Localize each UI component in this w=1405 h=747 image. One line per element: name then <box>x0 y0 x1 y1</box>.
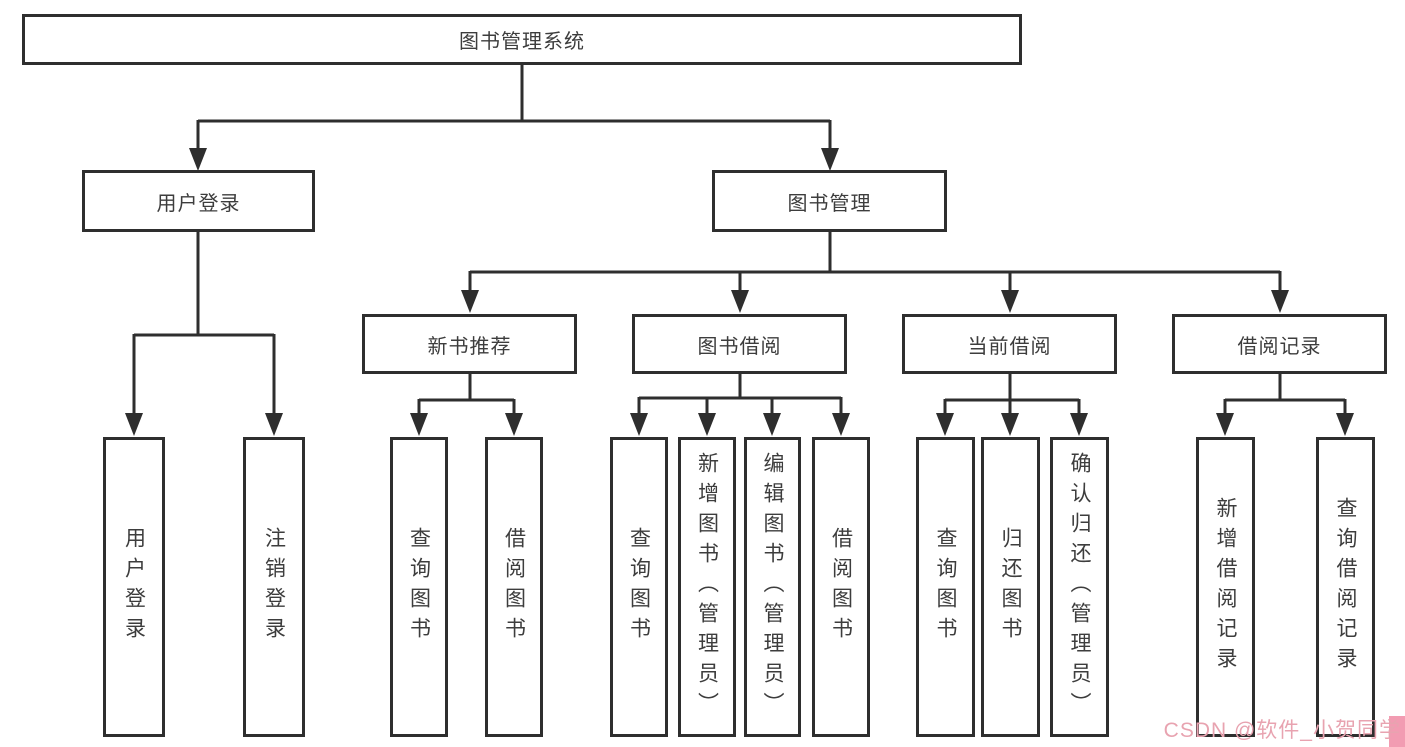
node-current-borrowing: 当前借阅 <box>902 314 1117 374</box>
leaf-borrow-books-recommend: 借阅图书 <box>485 437 543 737</box>
leaf-query-borrow-record: 查询借阅记录 <box>1316 437 1375 737</box>
node-book-management-label: 图书管理 <box>787 192 872 215</box>
leaf-borrow-books: 借阅图书 <box>812 437 870 737</box>
leaf-confirm-return-admin-label: 确认归还（管理员） <box>1068 452 1091 722</box>
leaf-return-books: 归还图书 <box>981 437 1040 737</box>
leaf-add-borrow-record: 新增借阅记录 <box>1196 437 1255 737</box>
leaf-add-borrow-record-label: 新增借阅记录 <box>1214 497 1237 677</box>
leaf-edit-books-admin: 编辑图书（管理员） <box>744 437 801 737</box>
node-book-borrowing-label: 图书借阅 <box>697 335 782 358</box>
watermark-pink-corner <box>1389 716 1405 747</box>
leaf-query-books-current-label: 查询图书 <box>934 527 957 647</box>
leaf-return-books-label: 归还图书 <box>999 527 1022 647</box>
leaf-query-books-current: 查询图书 <box>916 437 975 737</box>
csdn-watermark: CSDN @软件_小贺同学 <box>1163 719 1401 742</box>
leaf-confirm-return-admin: 确认归还（管理员） <box>1050 437 1109 737</box>
node-current-borrowing-label: 当前借阅 <box>967 335 1052 358</box>
leaf-query-borrow-record-label: 查询借阅记录 <box>1334 497 1357 677</box>
node-root-label: 图书管理系统 <box>459 31 585 53</box>
node-new-book-recommendation-label: 新书推荐 <box>427 335 512 358</box>
node-new-book-recommendation: 新书推荐 <box>362 314 577 374</box>
leaf-edit-books-admin-label: 编辑图书（管理员） <box>761 452 784 722</box>
leaf-borrow-books-recommend-label: 借阅图书 <box>502 527 526 647</box>
leaf-add-books-admin: 新增图书（管理员） <box>678 437 736 737</box>
node-borrowing-records-label: 借阅记录 <box>1237 335 1322 358</box>
node-book-borrowing: 图书借阅 <box>632 314 847 374</box>
node-root-system: 图书管理系统 <box>22 14 1022 65</box>
node-user-login: 用户登录 <box>82 170 315 232</box>
leaf-logout-label: 注销登录 <box>262 527 286 647</box>
leaf-user-login-label: 用户登录 <box>122 527 146 647</box>
leaf-add-books-admin-label: 新增图书（管理员） <box>695 452 719 722</box>
node-book-management: 图书管理 <box>712 170 947 232</box>
leaf-query-books-recommend: 查询图书 <box>390 437 448 737</box>
node-borrowing-records: 借阅记录 <box>1172 314 1387 374</box>
leaf-query-books-borrow: 查询图书 <box>610 437 668 737</box>
node-user-login-label: 用户登录 <box>156 192 241 215</box>
leaf-logout: 注销登录 <box>243 437 305 737</box>
leaf-borrow-books-label: 借阅图书 <box>829 527 853 647</box>
leaf-user-login: 用户登录 <box>103 437 165 737</box>
leaf-query-books-borrow-label: 查询图书 <box>627 527 651 647</box>
leaf-query-books-recommend-label: 查询图书 <box>407 527 431 647</box>
